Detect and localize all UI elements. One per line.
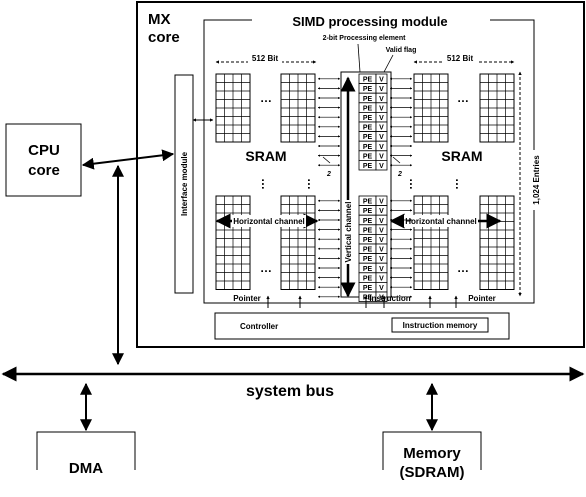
ellipsis-horizontal: … — [457, 261, 469, 275]
memory-label: Memory — [403, 445, 461, 462]
mx-core-title: MX — [148, 11, 171, 28]
pe-label: PE — [363, 199, 373, 206]
sram-block-right-a-bottom — [413, 195, 449, 290]
valid-label: V — [379, 86, 384, 93]
valid-label: V — [379, 77, 384, 84]
valid-label: V — [379, 199, 384, 206]
system-bus-label: system bus — [246, 383, 334, 400]
horizontal-channel-right-label: Horizontal channel — [405, 217, 477, 226]
valid-label: V — [379, 275, 384, 282]
valid-label: V — [379, 125, 384, 132]
cpu-core-box — [5, 123, 82, 197]
sram-block-left-a-top — [215, 73, 251, 143]
sram-block-left-a-bottom — [215, 195, 251, 290]
pe-element-label: 2-bit Processing element — [323, 35, 407, 42]
simd-module-title: SIMD processing module — [292, 14, 447, 29]
valid-cell — [375, 159, 388, 171]
sram-block-left-b-top — [280, 73, 316, 143]
ellipsis-vertical: … — [305, 178, 319, 190]
cpu-interface-link — [81, 149, 175, 170]
pe-label: PE — [363, 96, 373, 103]
interface-module — [174, 74, 194, 294]
valid-label: V — [379, 218, 384, 225]
dma-label: DMA — [69, 460, 103, 477]
interface-module-label: Interface module — [180, 151, 189, 216]
pe-label: PE — [363, 227, 373, 234]
pe-sram-links — [317, 77, 413, 299]
valid-label: V — [379, 105, 384, 112]
pe-label: PE — [363, 144, 373, 151]
memory-box — [382, 431, 482, 470]
cpu-core-label-2: core — [28, 162, 60, 179]
valid-label: V — [379, 208, 384, 215]
memory-label-2: (SDRAM) — [400, 464, 465, 481]
valid-label: V — [379, 266, 384, 273]
pe-label: PE — [363, 256, 373, 263]
instruction-memory-box — [391, 317, 489, 333]
valid-label: V — [379, 115, 384, 122]
sram-label-right: SRAM — [441, 148, 482, 164]
pe-label: PE — [363, 153, 373, 160]
dma-box — [36, 431, 136, 470]
pe-label: PE — [363, 77, 373, 84]
valid-label: V — [379, 153, 384, 160]
valid-label: V — [379, 96, 384, 103]
valid-label: V — [379, 247, 384, 254]
ellipsis-vertical: … — [259, 178, 273, 190]
ellipsis-vertical: … — [453, 178, 467, 190]
pe-label: PE — [363, 275, 373, 282]
cpu-core-label: CPU — [28, 142, 60, 159]
array-ellipsis: … … … … … … … … — [259, 91, 469, 275]
pe-label: PE — [363, 86, 373, 93]
valid-label: V — [379, 227, 384, 234]
instruction-memory-label: Instruction memory — [403, 321, 478, 330]
ellipsis-horizontal: … — [260, 261, 272, 275]
sram-arrays — [215, 73, 515, 290]
ellipsis-horizontal: … — [260, 91, 272, 105]
bus-width-left: 2 — [326, 171, 331, 178]
valid-label: V — [379, 285, 384, 292]
bit-width-left: 512 Bit — [252, 54, 279, 63]
valid-label: V — [379, 237, 384, 244]
mx-core-title-2: core — [148, 29, 180, 46]
valid-flag-label: Valid flag — [386, 47, 417, 54]
pe-label: PE — [363, 285, 373, 292]
valid-label: V — [379, 256, 384, 263]
entries-label: 1,024 Entries — [532, 155, 541, 205]
pe-label: PE — [363, 237, 373, 244]
valid-cell — [375, 291, 388, 303]
pe-label: PE — [363, 163, 373, 170]
horizontal-channel-left-label: Horizontal channel — [233, 217, 305, 226]
pe-label: PE — [363, 125, 373, 132]
pe-label: PE — [363, 105, 373, 112]
vertical-channel-label: Vertical channel — [344, 202, 353, 263]
ellipsis-horizontal: … — [457, 91, 469, 105]
sram-block-right-b-bottom — [479, 195, 515, 290]
pe-label: PE — [363, 208, 373, 215]
valid-label: V — [379, 144, 384, 151]
bit-width-right: 512 Bit — [447, 54, 474, 63]
valid-label: V — [379, 163, 384, 170]
sram-block-right-b-top — [479, 73, 515, 143]
sram-label-left: SRAM — [245, 148, 286, 164]
sram-block-right-a-top — [413, 73, 449, 143]
pe-label: PE — [363, 266, 373, 273]
instruction-label: Instruction — [369, 294, 410, 303]
pe-label: PE — [363, 247, 373, 254]
sram-block-left-b-bottom — [280, 195, 316, 290]
valid-label: V — [379, 134, 384, 141]
pe-label: PE — [363, 218, 373, 225]
controller-label: Controller — [240, 322, 278, 331]
ellipsis-vertical: … — [407, 178, 421, 190]
bus-width-right: 2 — [397, 171, 402, 178]
pe-label: PE — [363, 134, 373, 141]
pe-label: PE — [363, 115, 373, 122]
pointer-left-label: Pointer — [233, 294, 261, 303]
valid-label: V — [379, 295, 384, 302]
pointer-right-label: Pointer — [468, 294, 496, 303]
